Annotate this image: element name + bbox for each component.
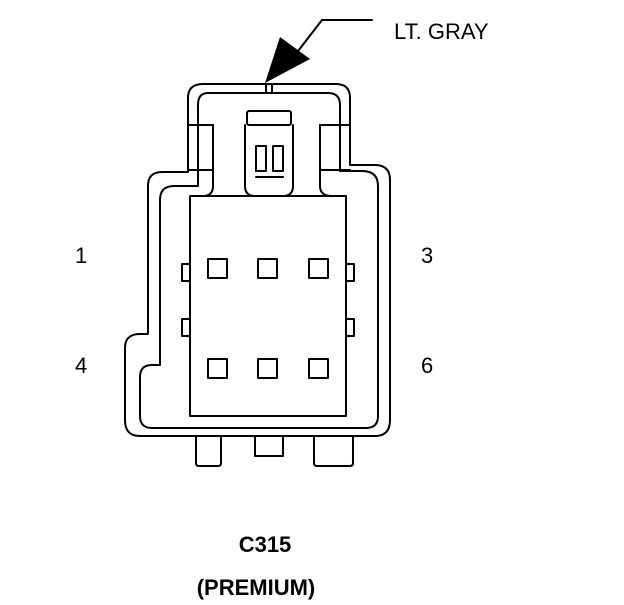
connector-id-title: C315 xyxy=(239,532,292,557)
pin-cavity-3 xyxy=(308,258,329,279)
pin-cavity-4 xyxy=(207,358,228,379)
top-keyway xyxy=(246,83,292,126)
pin-cavity-6 xyxy=(308,358,329,379)
pin-label-4: 4 xyxy=(75,353,87,378)
terminal-cavity-body xyxy=(189,195,347,417)
connector-variant-title: (PREMIUM) xyxy=(197,575,316,600)
side-tabs xyxy=(181,263,355,337)
callout-leader xyxy=(265,19,373,83)
pin-label-1: 1 xyxy=(75,243,87,268)
arrow-head-icon xyxy=(265,37,310,83)
pin-cavities xyxy=(207,258,329,379)
pin-label-3: 3 xyxy=(421,243,433,268)
upper-lug-walls xyxy=(187,124,351,171)
housing-shoulders xyxy=(191,169,347,197)
pin-cavity-5 xyxy=(257,358,278,379)
pin-cavity-2 xyxy=(257,258,278,279)
color-callout-label: LT. GRAY xyxy=(394,19,489,44)
bottom-feet xyxy=(195,435,354,467)
latch-finger xyxy=(244,124,294,197)
housing-inner-outline xyxy=(139,92,379,429)
pin-cavity-1 xyxy=(207,258,228,279)
housing-outer-outline xyxy=(124,83,391,437)
pin-label-6: 6 xyxy=(421,353,433,378)
